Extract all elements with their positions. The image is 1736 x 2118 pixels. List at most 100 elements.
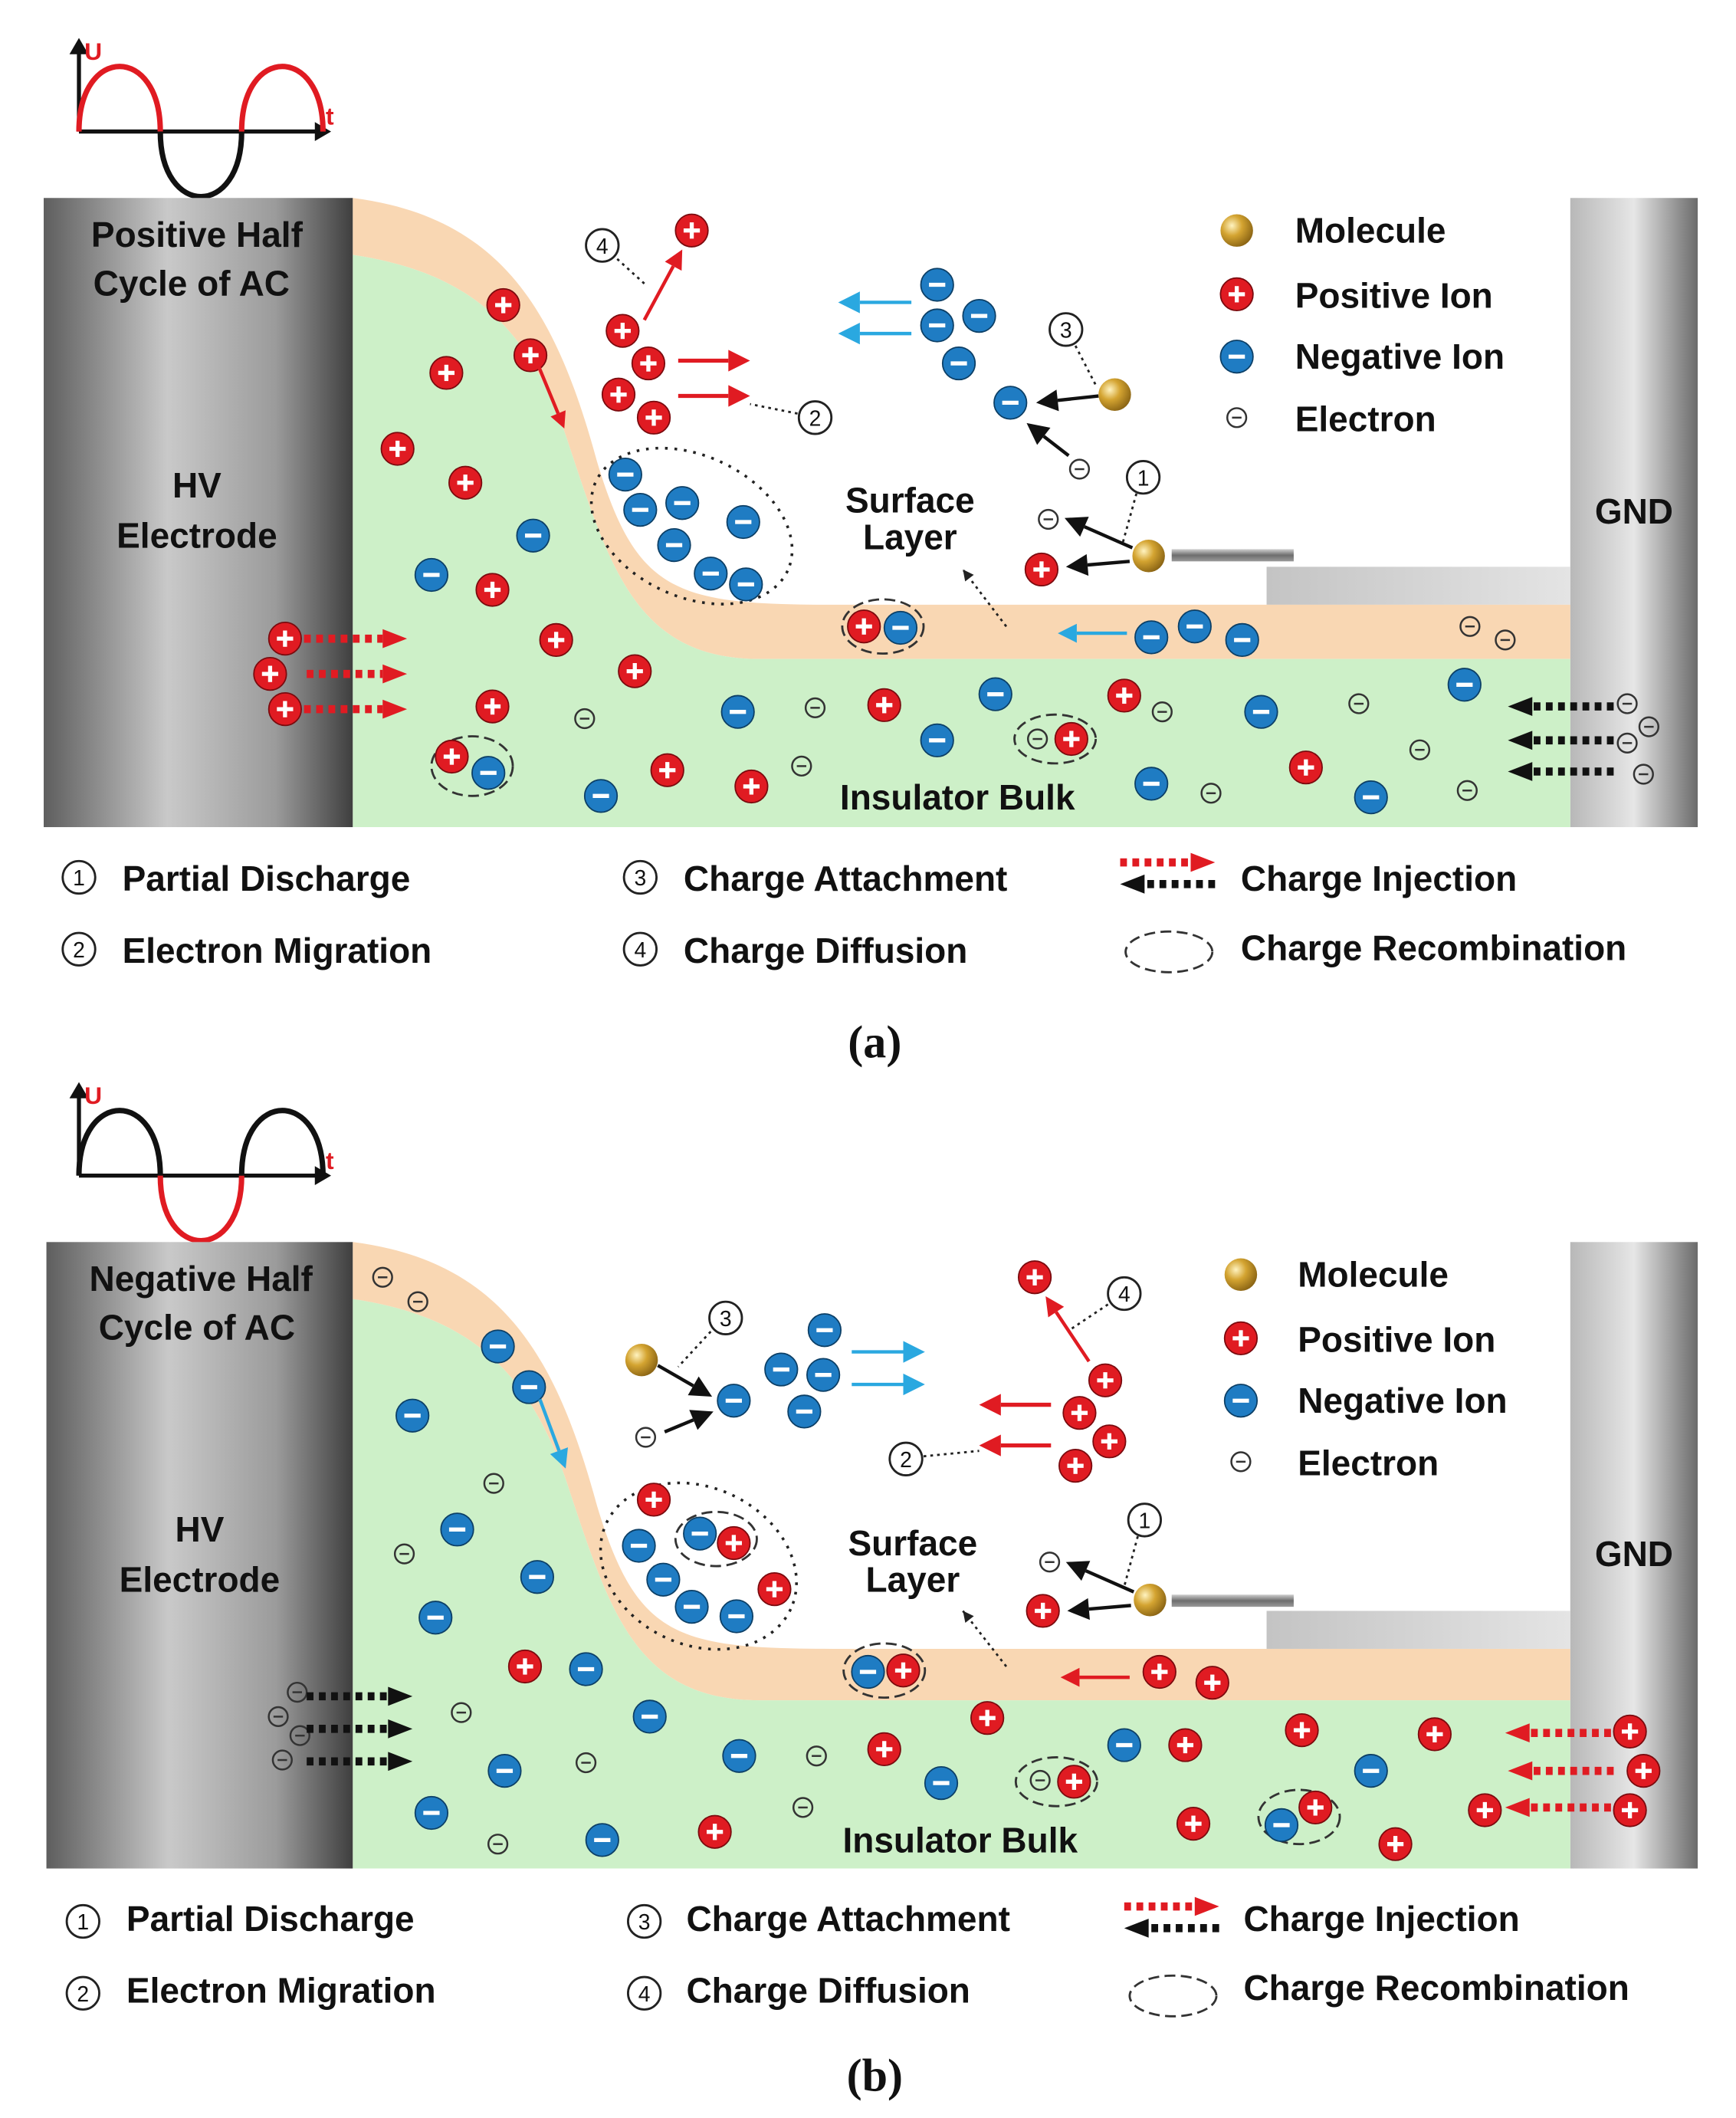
legend-charge-diffusion: Charge Diffusion	[684, 931, 967, 970]
electron-icon	[1616, 693, 1638, 714]
electron-icon	[1226, 407, 1248, 429]
arrow	[1026, 422, 1070, 458]
leader-line	[1123, 1535, 1139, 1587]
legend-particles: Molecule Positive Ion Negative Ion Elect…	[1298, 1255, 1507, 1483]
legend-electron: Electron	[1295, 399, 1436, 439]
negative-ion-icon	[683, 1516, 717, 1551]
gnd-label: GND	[1595, 491, 1673, 531]
arrow	[852, 1341, 925, 1363]
positive-ion-icon	[1223, 1321, 1259, 1356]
callout-number: 1	[65, 1903, 100, 1939]
electron-icon	[1495, 629, 1516, 651]
arrow	[678, 385, 750, 407]
positive-ion-icon	[1417, 1717, 1452, 1752]
electron-icon	[1230, 1451, 1252, 1473]
arrow	[678, 350, 750, 372]
charge-injection-arrow	[1505, 1723, 1611, 1743]
arrow	[1060, 1667, 1130, 1687]
negative-ion-icon	[1354, 780, 1388, 815]
svg-text:2: 2	[73, 938, 85, 962]
negative-ion-icon	[920, 268, 954, 302]
negative-ion-icon	[1354, 1754, 1388, 1788]
hv-label-line2: Electrode	[120, 1560, 281, 1600]
negative-ion-icon	[726, 504, 760, 540]
positive-ion-icon	[429, 356, 464, 390]
positive-ion-icon	[1195, 1666, 1229, 1700]
leader-line	[677, 1331, 712, 1368]
negative-ion-icon	[623, 492, 658, 527]
negative-ion-icon	[1177, 609, 1212, 644]
legend-charge-injection: Charge Injection	[1243, 1899, 1519, 1939]
legend-processes: Partial Discharge Electron Migration Cha…	[123, 859, 1627, 970]
negative-ion-icon	[1107, 1728, 1141, 1762]
positive-ion-icon	[618, 654, 652, 688]
arrow	[1035, 389, 1099, 412]
electron-icon	[791, 755, 812, 777]
positive-ion-icon	[1468, 1793, 1502, 1827]
positive-ion-icon	[435, 739, 469, 774]
positive-ion-icon	[970, 1701, 1005, 1735]
positive-ion-icon	[1107, 678, 1141, 713]
legend-charge-injection: Charge Injection	[1241, 859, 1517, 898]
svg-text:2: 2	[900, 1447, 912, 1472]
positive-ion-icon	[1088, 1363, 1123, 1397]
leader-line	[923, 1450, 980, 1458]
legend-partial-discharge: Partial Discharge	[126, 1899, 415, 1939]
gnd-electrode	[1570, 198, 1698, 828]
charge-injection-arrow	[1508, 1761, 1614, 1781]
recombination-outline	[1257, 1788, 1341, 1846]
electrode-title-line2: Cycle of AC	[99, 1308, 295, 1348]
legend-molecule: Molecule	[1295, 211, 1446, 251]
leader-line	[962, 569, 1008, 628]
negative-ion-icon	[1225, 622, 1259, 658]
positive-ion-icon	[1026, 1594, 1060, 1628]
molecule-icon	[1132, 540, 1165, 573]
charge-injection-arrow	[1124, 1918, 1219, 1938]
arrow	[1064, 517, 1134, 550]
insulator-bulk	[353, 254, 1570, 828]
recombination-outline	[430, 735, 514, 797]
negative-ion-icon	[1134, 767, 1169, 801]
leader-line	[962, 1610, 1008, 1667]
legend-positive-ion: Positive Ion	[1298, 1320, 1495, 1360]
electron-icon	[575, 1752, 597, 1774]
negative-ion-icon	[851, 1654, 885, 1689]
positive-ion-icon	[1298, 1790, 1333, 1825]
positive-ion-icon	[605, 314, 640, 348]
legend-electron: Electron	[1298, 1443, 1439, 1483]
negative-ion-icon	[657, 527, 691, 563]
arrow	[1065, 1561, 1135, 1594]
negative-ion-icon	[418, 1601, 453, 1635]
legend-particles: Molecule Positive Ion Negative Ion Elect…	[1295, 211, 1505, 439]
electron-icon	[1633, 763, 1654, 785]
legend-charge-recombination: Charge Recombination	[1241, 928, 1626, 967]
svg-text:1: 1	[1138, 1509, 1150, 1533]
electron-icon	[289, 1725, 310, 1746]
negative-ion-icon	[717, 1384, 751, 1418]
negative-ion-icon	[719, 1599, 754, 1634]
electron-icon	[1459, 616, 1481, 637]
positive-ion-icon	[513, 338, 548, 373]
positive-ion-icon	[475, 689, 510, 724]
positive-ion-icon	[886, 1653, 921, 1688]
svg-text:1: 1	[77, 1909, 89, 1934]
panel-caption: (b)	[847, 2051, 903, 2102]
positive-ion-icon	[486, 287, 520, 323]
positive-ion-icon	[475, 573, 510, 607]
callout-number: 3	[626, 1903, 662, 1939]
positive-ion-icon	[867, 1732, 901, 1766]
negative-ion-icon	[694, 557, 728, 591]
arrow	[979, 1394, 1052, 1416]
positive-ion-icon	[1219, 277, 1254, 311]
svg-text:3: 3	[720, 1306, 732, 1331]
positive-ion-icon	[636, 400, 671, 435]
positive-ion-icon	[267, 692, 302, 727]
negative-ion-icon	[787, 1394, 822, 1429]
positive-ion-icon	[1613, 1714, 1647, 1749]
positive-ion-icon	[601, 377, 636, 412]
callout-number: 3	[622, 859, 658, 895]
negative-ion-icon	[883, 610, 918, 645]
callout-number: 2	[61, 931, 97, 967]
